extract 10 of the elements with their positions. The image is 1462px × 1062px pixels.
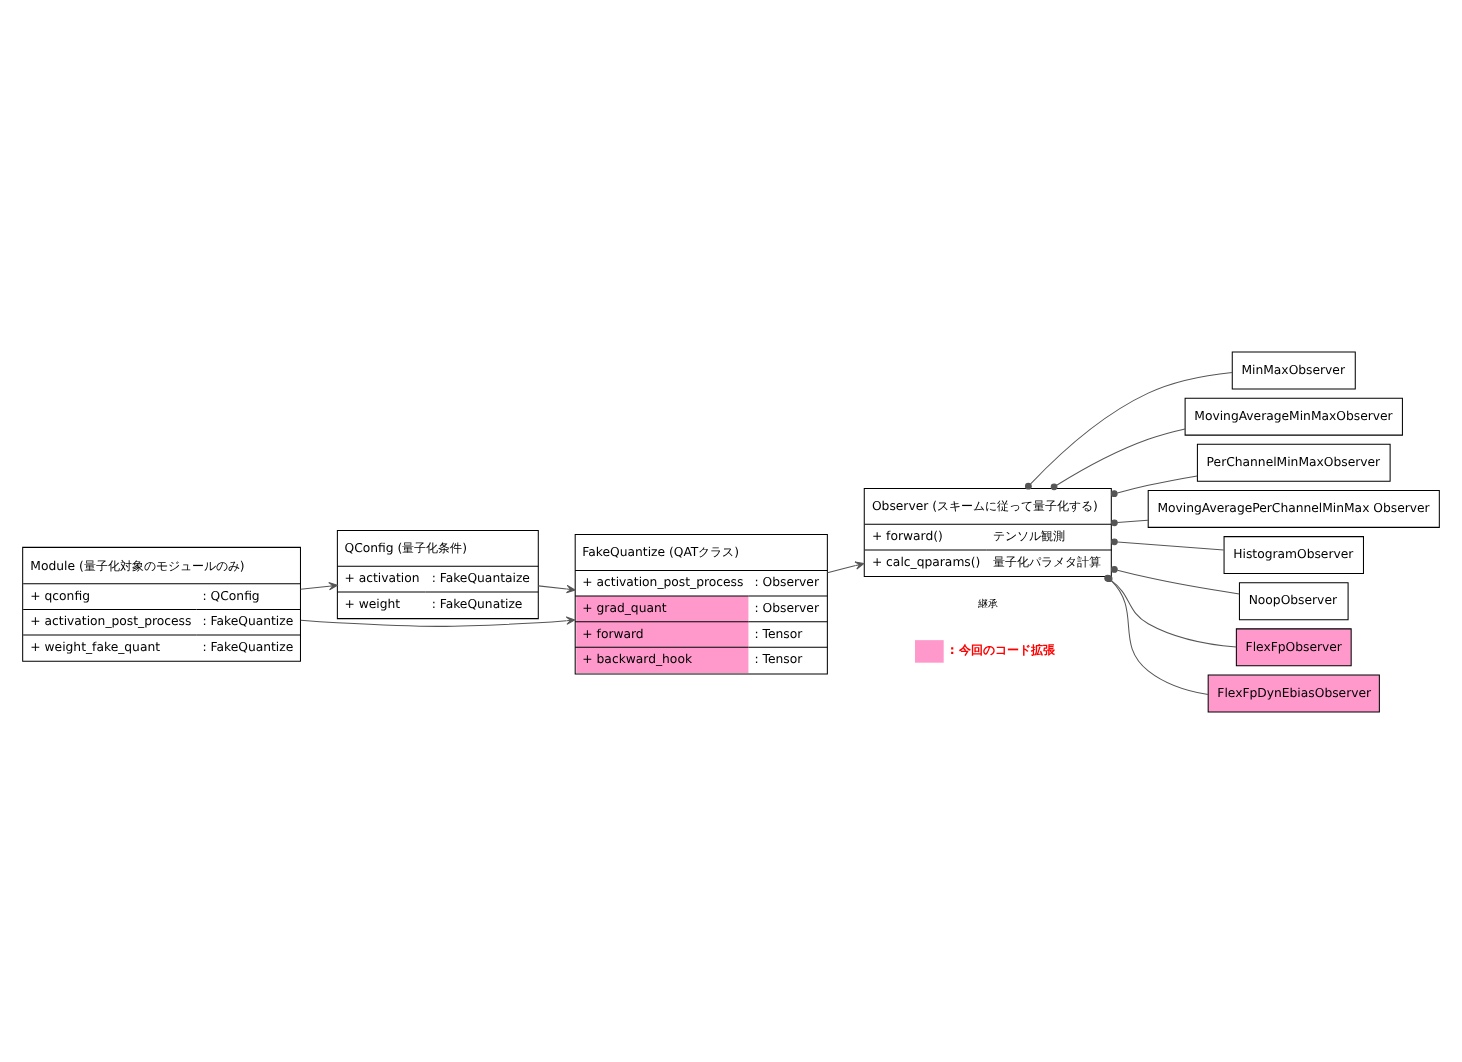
connector — [1110, 474, 1198, 497]
connector — [1050, 427, 1186, 490]
arrow — [300, 581, 338, 590]
connector — [1025, 370, 1233, 489]
connector — [1111, 518, 1149, 526]
connector — [1111, 565, 1240, 594]
connector — [1111, 537, 1225, 550]
arrow — [826, 560, 865, 573]
arrow — [300, 615, 576, 626]
arrow — [537, 583, 576, 593]
